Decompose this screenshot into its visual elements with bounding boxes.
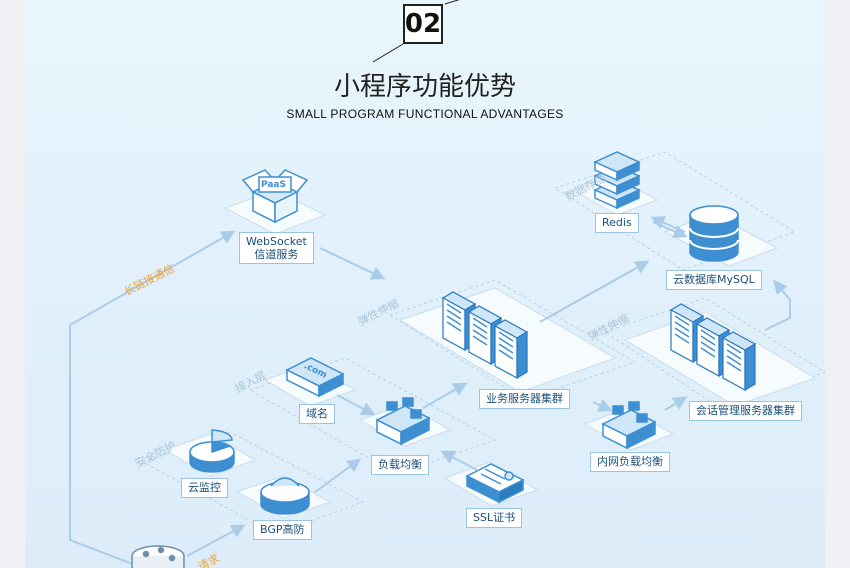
bgp-label: BGP高防 [253,520,312,540]
business-server-icons [441,291,529,380]
mysql-label: 云数据库MySQL [666,270,762,290]
ssl-label: SSL证书 [466,508,523,528]
server-icon [721,331,757,392]
cloud-monitor-pie-icon [189,429,235,473]
connectors [69,216,791,568]
diagram-graphics [69,0,825,568]
link-lb-to-business [422,382,468,409]
page-title: 小程序功能优势 [333,72,516,102]
link-to-websocket [69,230,236,326]
business-cluster-label: 业务服务器集群 [479,389,570,409]
load-balancer-icon [375,397,431,446]
cloud-monitor-label: 云监控 [181,478,228,498]
bgp-shield-icon [260,477,310,515]
link-intranet-to-session [664,396,688,411]
websocket-label-line2: 信道服务 [254,248,299,261]
load-balance-label: 负载均衡 [371,455,429,475]
domain-label: 域名 [299,404,335,424]
page-subtitle: SMALL PROGRAM FUNCTIONAL ADVANTAGES [286,107,564,121]
zone-elastic-1-outline [388,279,637,401]
link-websocket-to-business [319,247,386,280]
session-server-icons [669,303,757,392]
header-line-bottom [372,43,404,63]
websocket-label-line1: WebSocket [246,235,307,248]
mysql-cylinder-icon [689,205,739,262]
diagram-canvas: 02 小程序功能优势 SMALL PROGRAM FUNCTIONAL ADVA… [25,0,825,568]
websocket-label: WebSocket 信道服务 [239,232,314,264]
link-business-to-mysql [539,260,650,323]
link-business-to-intranet [592,398,613,412]
link-ssl-to-lb [440,450,478,471]
ssl-certificate-icon [465,463,525,504]
redis-label: Redis [595,213,639,233]
session-cluster-label: 会话管理服务器集群 [689,401,802,421]
link-left-vertical [69,325,144,568]
client-device-icon [131,545,185,568]
link-domain-to-lb [336,394,376,416]
domain-com-icon [285,357,345,398]
zone-elastic-2-outline [603,297,825,411]
link-mysql-to-redis [650,216,686,233]
link-session-to-mysql [764,279,791,331]
section-number-badge: 02 [403,4,443,44]
intranet-load-balancer-icon [601,401,657,450]
link-request-to-bgp [186,524,246,557]
redis-stack-icon [593,151,641,210]
header-line-top [444,0,460,5]
server-icon [441,291,477,352]
intranet-lb-label: 内网负载均衡 [590,452,670,472]
paas-box-icon [241,169,309,224]
server-icon [493,319,529,380]
paas-icon-text: PaaS [261,180,286,190]
link-bgp-to-lb [314,458,362,493]
